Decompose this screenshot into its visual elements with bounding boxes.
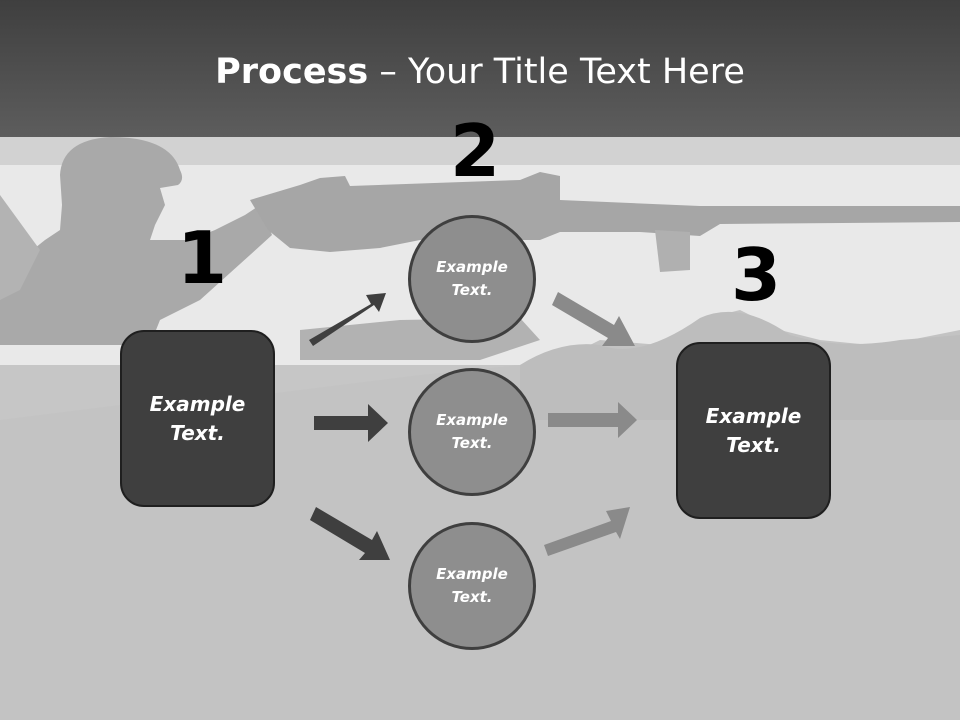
arrow-to-circle-bottom bbox=[310, 507, 390, 560]
circle-top-label: Example Text. bbox=[436, 258, 508, 299]
arrow-from-circle-middle bbox=[548, 402, 637, 438]
arrow-from-circle-bottom bbox=[544, 507, 630, 556]
circle-top: Example Text. bbox=[408, 215, 536, 343]
step-3-box: Example Text. bbox=[676, 342, 831, 519]
arrow-to-circle-middle bbox=[314, 404, 388, 442]
title-rest: – Your Title Text Here bbox=[368, 52, 745, 92]
circle-bottom-label: Example Text. bbox=[436, 565, 508, 606]
title-bold: Process bbox=[215, 52, 369, 92]
circle-bottom: Example Text. bbox=[408, 522, 536, 650]
circle-middle-label: Example Text. bbox=[436, 411, 508, 452]
step-3-label: Example Text. bbox=[705, 403, 802, 457]
step-1-box: Example Text. bbox=[120, 330, 275, 507]
step-1-label: Example Text. bbox=[149, 391, 246, 445]
slide-title: Process – Your Title Text Here bbox=[0, 52, 960, 92]
step-number-1: 1 bbox=[177, 216, 228, 300]
step-number-2: 2 bbox=[450, 109, 501, 193]
arrow-from-circle-top bbox=[552, 292, 635, 346]
title-bar bbox=[0, 0, 960, 137]
arrow-to-circle-top bbox=[309, 293, 386, 346]
circle-middle: Example Text. bbox=[408, 368, 536, 496]
step-number-3: 3 bbox=[731, 233, 782, 317]
